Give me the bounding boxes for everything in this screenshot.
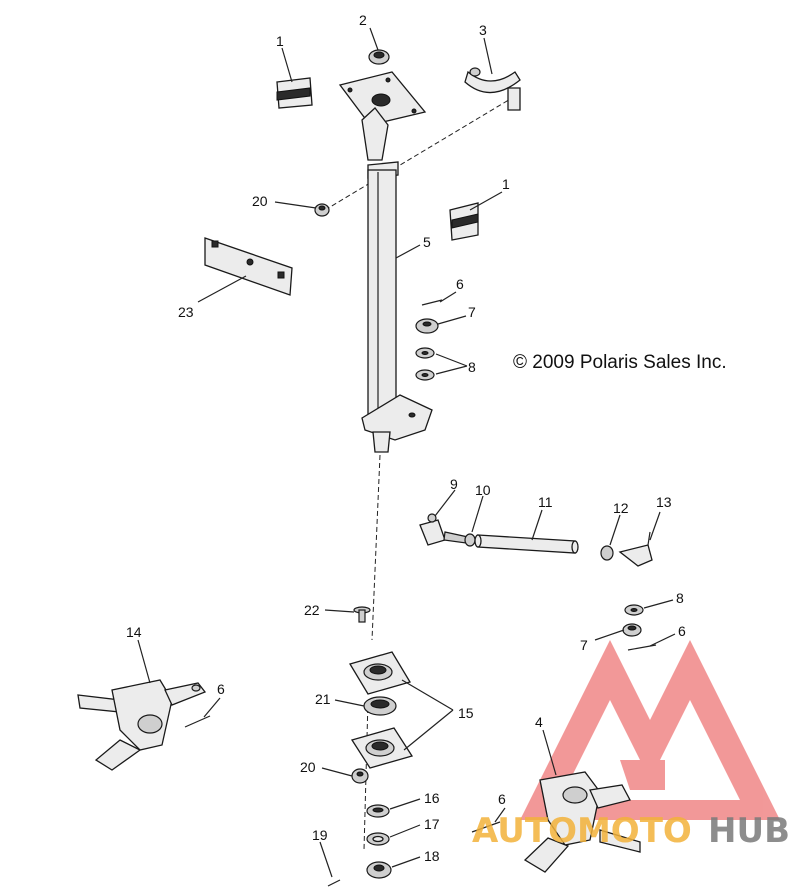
- callout-11: 11: [538, 494, 553, 510]
- part-18-castle-nut: [366, 861, 392, 879]
- callout-6-lower: 6: [498, 791, 506, 807]
- part-7-castle-nut-right: [622, 623, 642, 637]
- watermark-text: AUTOMOTO HUB: [472, 811, 790, 851]
- part-5-steering-column: [338, 71, 433, 453]
- part-20-nut-upper: [314, 203, 330, 217]
- part-3-clamp: [464, 67, 521, 111]
- callout-6-upper: 6: [456, 276, 464, 292]
- part-11-tie-rod: [474, 534, 579, 554]
- part-19-cotter-pin: [327, 879, 341, 887]
- part-21-bearing: [363, 696, 397, 716]
- part-20-nut-lower: [351, 768, 369, 784]
- callout-10: 10: [475, 482, 491, 498]
- callout-20-upper: 20: [252, 193, 268, 209]
- part-15-bearing-flange-upper: [349, 651, 411, 695]
- callout-9: 9: [450, 476, 458, 492]
- callout-23: 23: [178, 304, 194, 320]
- callout-labels: 1 2 3 1 20 5 23 6 7 8 9 10 11 12 13 22 8…: [126, 12, 686, 864]
- part-6-cotter-pin-upper: [421, 299, 443, 306]
- callout-1-right: 1: [502, 176, 510, 192]
- part-12-nut: [600, 545, 614, 561]
- dash-line-bolt-clamp: [324, 97, 513, 211]
- callout-22: 22: [304, 602, 320, 618]
- copyright-text: © 2009 Polaris Sales Inc.: [513, 352, 727, 373]
- callout-8-upper: 8: [468, 359, 476, 375]
- part-7-castle-nut-upper: [415, 318, 439, 334]
- part-2-nut: [368, 49, 390, 65]
- callout-12: 12: [613, 500, 629, 516]
- callout-3: 3: [479, 22, 487, 38]
- callout-17: 17: [424, 816, 440, 832]
- part-17-washer: [366, 832, 390, 846]
- part-14-spindle-left: [77, 679, 207, 771]
- callout-6-left: 6: [217, 681, 225, 697]
- watermark-text-right: HUB: [708, 811, 790, 851]
- callout-8-right: 8: [676, 590, 684, 606]
- part-6-cotter-pin-lower: [471, 821, 501, 833]
- callout-14: 14: [126, 624, 142, 640]
- callout-13: 13: [656, 494, 672, 510]
- part-1-bushing-right: [449, 202, 479, 241]
- dash-line-column-axis: [371, 454, 381, 641]
- callout-5: 5: [423, 234, 431, 250]
- watermark-text-left: AUTOMOTO: [472, 811, 692, 851]
- part-8-washer-right: [624, 604, 644, 616]
- part-10-jam-nut: [464, 533, 476, 547]
- callout-6-right: 6: [678, 623, 686, 639]
- callout-18: 18: [424, 848, 440, 864]
- part-15-bearing-flange-lower: [350, 727, 414, 769]
- part-9-tie-rod-end: [419, 513, 469, 546]
- part-13-tie-rod-end: [618, 531, 653, 567]
- leader-lines: [137, 27, 676, 878]
- callout-1-left: 1: [276, 33, 284, 49]
- callout-16: 16: [424, 790, 440, 806]
- part-16-ring: [366, 804, 390, 818]
- part-4-spindle-right: [523, 771, 641, 873]
- callout-7-right: 7: [580, 637, 588, 653]
- callout-4: 4: [535, 714, 543, 730]
- watermark-logo: [520, 640, 780, 820]
- part-23-plate: [204, 237, 293, 296]
- part-22-bolt: [353, 606, 371, 623]
- part-8-washers-upper: [415, 347, 435, 381]
- callout-19: 19: [312, 827, 328, 843]
- callout-21: 21: [315, 691, 331, 707]
- callout-20-lower: 20: [300, 759, 316, 775]
- part-6-cotter-pin-left: [184, 715, 211, 728]
- callout-15: 15: [458, 705, 474, 721]
- callout-7-upper: 7: [468, 304, 476, 320]
- callout-2: 2: [359, 12, 367, 28]
- part-1-bushing-left: [276, 77, 313, 109]
